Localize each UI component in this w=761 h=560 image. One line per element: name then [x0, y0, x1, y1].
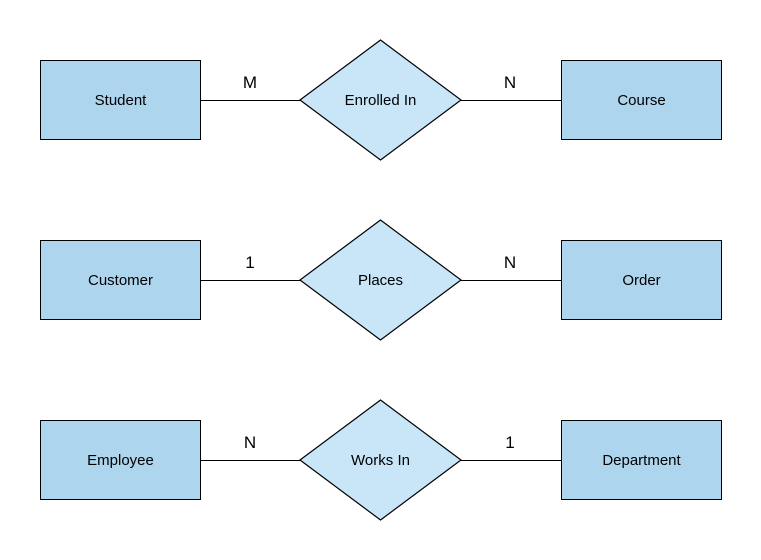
cardinality-label: 1	[505, 433, 515, 452]
er-relationship-row: N 1 Employee Works In Department	[0, 360, 761, 540]
entity-customer: Customer	[40, 240, 201, 320]
entity-label: Customer	[87, 271, 154, 289]
entity-label: Course	[617, 91, 666, 109]
entity-employee: Employee	[40, 420, 201, 500]
relationship-label: Enrolled In	[344, 91, 417, 109]
connector-line	[200, 460, 302, 461]
entity-label: Order	[622, 271, 661, 289]
diamond-shape	[299, 39, 462, 161]
cardinality-label: N	[503, 253, 517, 272]
cardinality-label: 1	[245, 253, 255, 272]
relationship-enrolled-in: Enrolled In	[299, 39, 462, 161]
entity-label: Employee	[87, 451, 154, 469]
entity-order: Order	[561, 240, 722, 320]
connector-line	[200, 280, 302, 281]
er-relationship-row: M N Student Enrolled In Course	[0, 0, 761, 180]
entity-department: Department	[561, 420, 722, 500]
relationship-label: Works In	[351, 451, 410, 469]
relationship-works-in: Works In	[299, 399, 462, 521]
relationship-places: Places	[299, 219, 462, 341]
cardinality-label: N	[243, 433, 257, 452]
entity-student: Student	[40, 60, 201, 140]
connector-line	[460, 100, 562, 101]
relationship-label: Places	[357, 271, 404, 289]
cardinality-label: M	[242, 73, 258, 92]
connector-line	[460, 460, 562, 461]
diamond-shape	[299, 219, 462, 341]
er-relationship-row: 1 N Customer Places Order	[0, 180, 761, 360]
cardinality-label: N	[503, 73, 517, 92]
connector-line	[200, 100, 302, 101]
diamond-shape	[299, 399, 462, 521]
entity-label: Department	[602, 451, 681, 469]
entity-label: Student	[94, 91, 147, 109]
connector-line	[460, 280, 562, 281]
entity-course: Course	[561, 60, 722, 140]
